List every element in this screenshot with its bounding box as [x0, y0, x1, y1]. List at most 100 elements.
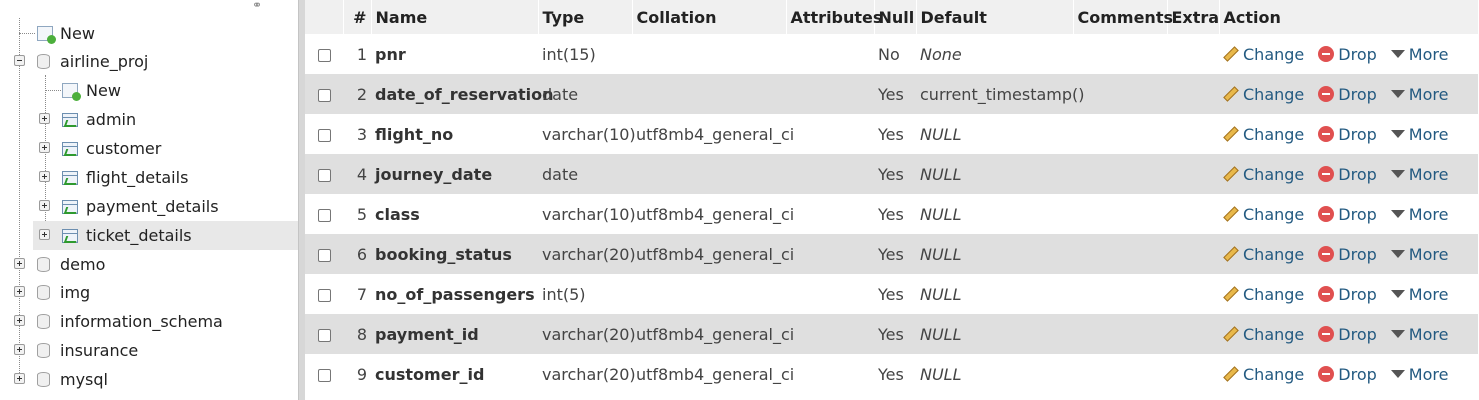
row-checkbox[interactable] [317, 88, 331, 102]
more-button[interactable]: More [1390, 285, 1448, 304]
column-name[interactable]: date_of_reservation [371, 74, 553, 114]
database-name[interactable]: information_schema [60, 312, 223, 331]
drop-button[interactable]: Drop [1318, 125, 1377, 144]
nav-db-airline_proj[interactable]: airline_proj [0, 47, 298, 76]
drop-button[interactable]: Drop [1318, 45, 1377, 64]
table-name[interactable]: admin [86, 110, 137, 129]
change-button[interactable]: Change [1223, 285, 1304, 304]
nav-db-information_schema[interactable]: information_schema [0, 307, 298, 336]
row-checkbox[interactable] [317, 368, 331, 382]
column-name[interactable]: no_of_passengers [371, 274, 538, 314]
change-button[interactable]: Change [1223, 365, 1304, 384]
header-type[interactable]: Type [538, 0, 633, 34]
nav-table-customer[interactable]: customer [0, 134, 298, 163]
header-default[interactable]: Default [916, 0, 1074, 34]
link-icon[interactable]: ⚭ [252, 0, 263, 12]
row-checkbox[interactable] [317, 168, 331, 182]
nav-table-admin[interactable]: admin [0, 105, 298, 134]
more-button[interactable]: More [1390, 85, 1448, 104]
row-checkbox[interactable] [317, 128, 331, 142]
drop-button[interactable]: Drop [1318, 365, 1377, 384]
header-null[interactable]: Null [874, 0, 917, 34]
database-name[interactable]: insurance [60, 341, 139, 360]
table-name[interactable]: flight_details [86, 168, 189, 187]
change-button[interactable]: Change [1223, 165, 1304, 184]
expand-icon[interactable] [14, 373, 25, 384]
nav-new-database[interactable]: New [0, 19, 298, 48]
expand-icon[interactable] [14, 258, 25, 269]
table-name[interactable]: ticket_details [86, 226, 192, 245]
expand-icon[interactable] [39, 171, 50, 182]
nav-db-insurance[interactable]: insurance [0, 336, 298, 365]
header-name[interactable]: Name [371, 0, 539, 34]
column-name[interactable]: booking_status [371, 234, 538, 274]
change-button[interactable]: Change [1223, 325, 1304, 344]
database-name[interactable]: img [60, 283, 91, 302]
header-extra[interactable]: Extra [1167, 0, 1220, 34]
header-comments[interactable]: Comments [1073, 0, 1173, 34]
column-name[interactable]: class [371, 194, 538, 234]
change-button[interactable]: Change [1223, 245, 1304, 264]
more-button[interactable]: More [1390, 365, 1448, 384]
row-checkbox[interactable] [317, 208, 331, 222]
nav-table-flight_details[interactable]: flight_details [0, 163, 298, 192]
more-button[interactable]: More [1390, 45, 1448, 64]
change-button[interactable]: Change [1223, 85, 1304, 104]
more-button[interactable]: More [1390, 125, 1448, 144]
more-button[interactable]: More [1390, 325, 1448, 344]
more-button[interactable]: More [1390, 165, 1448, 184]
database-name[interactable]: demo [60, 255, 106, 274]
database-name[interactable]: airline_proj [60, 52, 149, 71]
expand-icon[interactable] [39, 229, 50, 240]
row-checkbox[interactable] [317, 248, 331, 262]
row-checkbox[interactable] [317, 328, 331, 342]
column-name[interactable]: journey_date [371, 154, 538, 194]
expand-icon[interactable] [14, 286, 25, 297]
table-name[interactable]: payment_details [86, 197, 219, 216]
change-button[interactable]: Change [1223, 205, 1304, 224]
drop-button[interactable]: Drop [1318, 165, 1377, 184]
table-name[interactable]: customer [86, 139, 162, 158]
change-button[interactable]: Change [1223, 125, 1304, 144]
nav-table-payment_details[interactable]: payment_details [0, 192, 298, 221]
more-button[interactable]: More [1390, 205, 1448, 224]
expand-icon[interactable] [39, 200, 50, 211]
database-name[interactable]: mysql [60, 370, 108, 389]
expand-icon[interactable] [14, 315, 25, 326]
nav-db-mysql[interactable]: mysql [0, 365, 298, 394]
nav-table-ticket_details[interactable]: ticket_details [33, 221, 298, 250]
column-name[interactable]: customer_id [371, 354, 538, 394]
more-button[interactable]: More [1390, 245, 1448, 264]
nav-new-table[interactable]: New [0, 76, 298, 105]
nav-resize-handle[interactable] [298, 0, 305, 400]
expand-icon[interactable] [39, 113, 50, 124]
drop-button[interactable]: Drop [1318, 245, 1377, 264]
header-attributes[interactable]: Attributes [786, 0, 882, 34]
row-checkbox[interactable] [317, 288, 331, 302]
drop-button[interactable]: Drop [1318, 205, 1377, 224]
header-collation[interactable]: Collation [632, 0, 787, 34]
column-name[interactable]: payment_id [371, 314, 538, 354]
column-name[interactable]: pnr [371, 34, 538, 74]
drop-button[interactable]: Drop [1318, 285, 1377, 304]
expand-icon[interactable] [39, 142, 50, 153]
expand-icon[interactable] [14, 344, 25, 355]
row-checkbox[interactable] [317, 48, 331, 62]
nav-db-img[interactable]: img [0, 278, 298, 307]
collapse-icon[interactable] [14, 55, 25, 66]
drop-button[interactable]: Drop [1318, 325, 1377, 344]
column-name[interactable]: flight_no [371, 114, 538, 154]
drop-button[interactable]: Drop [1318, 85, 1377, 104]
header-num[interactable]: # [343, 0, 372, 34]
nav-db-demo[interactable]: demo [0, 250, 298, 279]
change-button[interactable]: Change [1223, 45, 1304, 64]
